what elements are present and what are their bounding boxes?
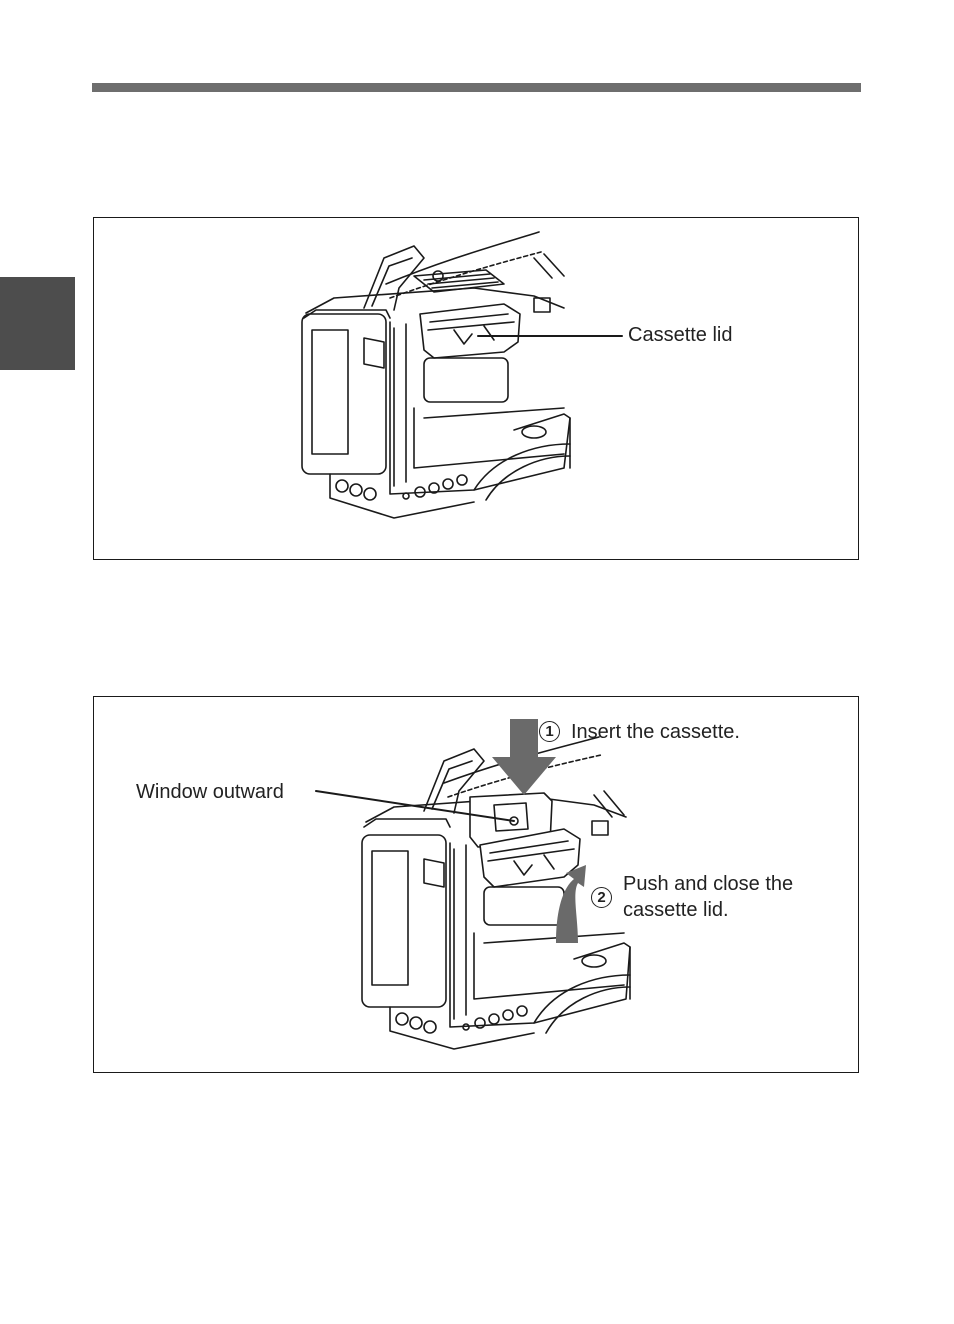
step-2-text: Push and close the cassette lid.: [623, 871, 793, 923]
step-2-line-2: cassette lid.: [623, 899, 729, 921]
step-1-line: Insert the cassette.: [571, 721, 740, 743]
chapter-side-tab: [0, 277, 75, 370]
camcorder-illustration-1: [301, 231, 623, 519]
close-lid-arrow: [556, 865, 586, 943]
camcorder-illustration-2: [315, 719, 631, 1050]
step-1-text: Insert the cassette.: [571, 719, 740, 745]
window-outward-label: Window outward: [136, 781, 284, 803]
cassette-lid-label: Cassette lid: [628, 324, 733, 346]
step-2-line-1: Push and close the: [623, 873, 794, 895]
step-number-1: 1: [539, 721, 560, 742]
figure-insert-cassette: Window outward 1 Insert the cassette. 2 …: [93, 696, 859, 1073]
step-number-2: 2: [591, 887, 612, 908]
step-insert-cassette: 1 Insert the cassette.: [539, 719, 740, 745]
header-rule: [92, 83, 861, 92]
step-close-lid: 2 Push and close the cassette lid.: [591, 871, 793, 923]
figure-cassette-lid-open: Cassette lid: [93, 217, 859, 560]
insert-arrow: [492, 719, 556, 795]
